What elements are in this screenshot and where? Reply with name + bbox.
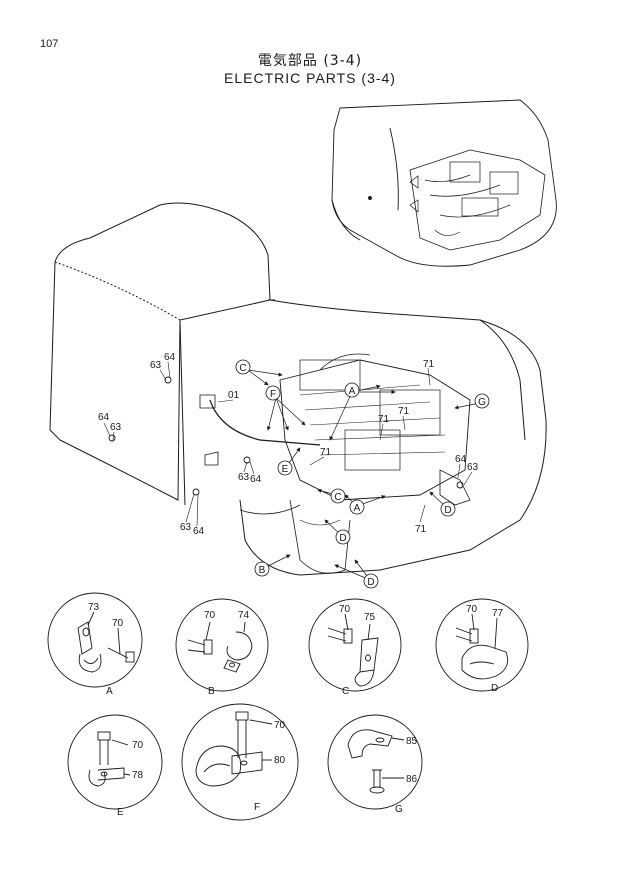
overview-sketch	[331, 99, 557, 267]
detail-label-f: F	[254, 802, 260, 813]
circle-label-a: A	[349, 386, 356, 397]
callout-71: 71	[378, 414, 390, 425]
callout-numbers: 63 64 64 63 01 63 64 63 64 71 71 71 71 7…	[98, 352, 479, 537]
circle-label-d: D	[444, 505, 451, 516]
callout-64: 64	[98, 412, 110, 423]
detail-f: 70 80 F	[181, 703, 299, 821]
callout-63: 63	[238, 472, 250, 483]
circle-label-b: B	[259, 565, 266, 576]
title-japanese: 電気部品 (3-4)	[257, 53, 363, 69]
part-70: 70	[204, 610, 216, 621]
detail-label-b: B	[208, 686, 215, 697]
callout-64: 64	[250, 474, 262, 485]
callout-64: 64	[164, 352, 176, 363]
part-85: 85	[406, 736, 418, 747]
detail-a: 73 70 A	[47, 592, 143, 697]
engine-harness	[108, 353, 471, 574]
detail-d: 70 77 D	[435, 598, 529, 694]
callout-63: 63	[180, 522, 192, 533]
circle-label-c: C	[334, 492, 341, 503]
callout-63: 63	[467, 462, 479, 473]
circle-label-e: E	[282, 464, 289, 475]
part-80: 80	[274, 755, 286, 766]
part-73: 73	[88, 602, 100, 613]
detail-c: 70 75 C	[308, 598, 402, 697]
part-86: 86	[406, 774, 418, 785]
detail-e: 70 78 E	[67, 714, 163, 818]
callout-01: 01	[228, 390, 240, 401]
machine-body	[49, 202, 547, 576]
part-78: 78	[132, 770, 144, 781]
callout-63: 63	[110, 422, 122, 433]
detail-label-a: A	[106, 686, 113, 697]
callout-71: 71	[415, 524, 427, 535]
part-70: 70	[132, 740, 144, 751]
part-74: 74	[238, 610, 250, 621]
part-70: 70	[112, 618, 124, 629]
circle-label-d: D	[367, 577, 374, 588]
detail-g: 85 86 G	[327, 714, 423, 815]
page-number: 107	[40, 38, 59, 50]
circle-label-a: A	[354, 503, 361, 514]
callout-leaders	[103, 361, 473, 527]
part-70: 70	[339, 604, 351, 615]
callout-71: 71	[320, 447, 332, 458]
callout-64: 64	[193, 526, 205, 537]
detail-label-g: G	[395, 804, 403, 815]
circle-label-f: F	[270, 389, 276, 400]
callout-71: 71	[423, 359, 435, 370]
circle-label-c: C	[239, 363, 246, 374]
detail-label-e: E	[117, 807, 124, 818]
circle-label-d: D	[339, 533, 346, 544]
circle-labels: C F A G E C A D D B D	[235, 359, 490, 589]
title-english: ELECTRIC PARTS (3-4)	[224, 70, 396, 86]
detail-b: 70 74 B	[175, 598, 269, 697]
part-75: 75	[364, 612, 376, 623]
circle-label-g: G	[478, 397, 486, 408]
part-70: 70	[274, 720, 286, 731]
detail-label-d: D	[491, 683, 498, 694]
callout-64: 64	[455, 454, 467, 465]
callout-71: 71	[398, 406, 410, 417]
detail-label-c: C	[342, 686, 349, 697]
callout-63: 63	[150, 360, 162, 371]
part-77: 77	[492, 608, 504, 619]
part-70: 70	[466, 604, 478, 615]
